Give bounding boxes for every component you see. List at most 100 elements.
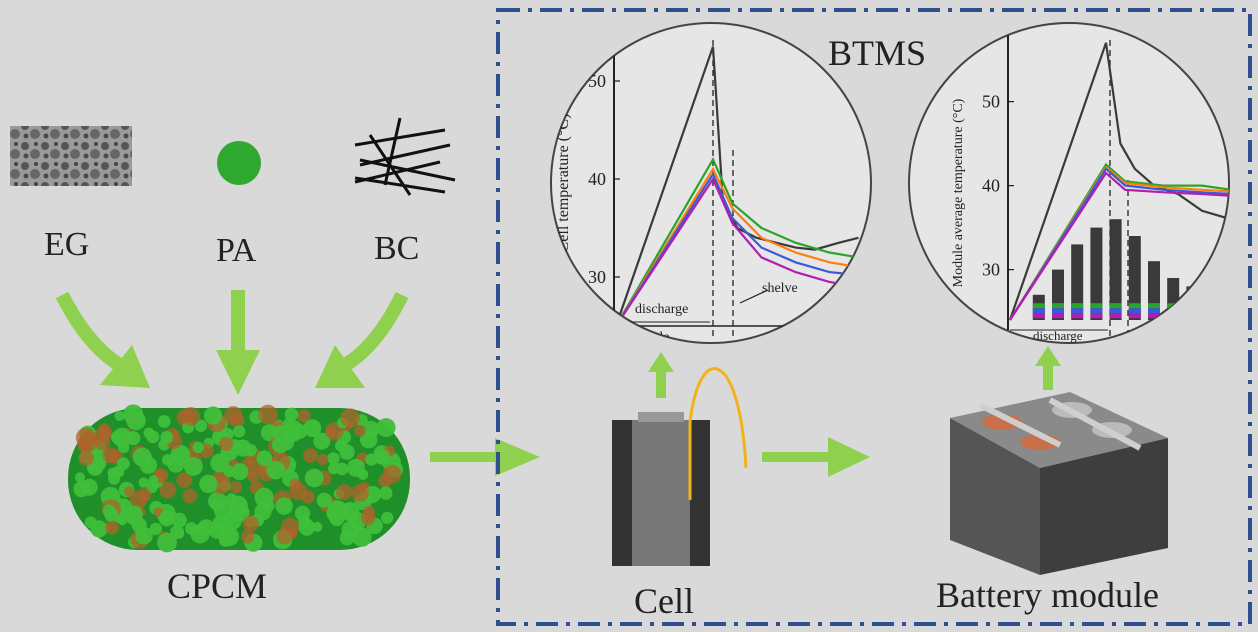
cpcm-particle [90, 520, 108, 538]
cpcm-particle [336, 484, 353, 501]
annotation-cycle: cycle [640, 330, 670, 345]
cpcm-particle [354, 424, 367, 437]
bar-segment [1071, 308, 1084, 314]
cpcm-label: CPCM [167, 566, 268, 606]
cpcm-particle [117, 515, 128, 526]
cpcm-particle [138, 488, 152, 502]
cpcm-particle [381, 511, 394, 524]
cpcm-particle [313, 432, 331, 450]
cpcm-particle [327, 500, 348, 520]
cpcm-particle [294, 505, 311, 521]
cpcm-particle [362, 505, 376, 519]
cpcm-particle [135, 527, 153, 545]
cpcm-particle [312, 521, 323, 532]
cpcm-particle [114, 410, 125, 422]
cpcm-capsule [68, 404, 410, 553]
y-tick-label: 50 [982, 92, 1000, 112]
arrow-cpcm-to-btms [430, 438, 540, 476]
cpcm-particle [204, 406, 223, 425]
annotation-discharge: discharge [635, 302, 688, 317]
cpcm-particle [357, 469, 369, 480]
cpcm-particle [78, 431, 99, 452]
cpcm-particle [264, 500, 275, 512]
bar [1205, 294, 1218, 320]
cpcm-particle [256, 450, 273, 467]
eg-label: EG [44, 226, 90, 263]
bar-segment [1109, 308, 1122, 314]
btms-label: BTMS [828, 33, 927, 73]
bar-segment [1090, 308, 1103, 314]
cpcm-particle [170, 445, 191, 465]
cpcm-particle [222, 510, 242, 531]
cpcm-particle [211, 499, 222, 511]
cpcm-particle [199, 474, 218, 494]
cpcm-particle [171, 512, 187, 528]
bar-segment [1090, 303, 1103, 309]
cpcm-particle [185, 522, 198, 535]
arrow-module-to-chart [1035, 346, 1061, 390]
bar-segment [1052, 308, 1064, 314]
cpcm-particle [233, 425, 246, 438]
cpcm-particle [340, 408, 360, 428]
cpcm-particle [107, 467, 119, 479]
cpcm-particle [182, 488, 197, 504]
cpcm-particle [284, 407, 299, 422]
cpcm-particle [149, 522, 163, 536]
cpcm-particle [157, 532, 177, 553]
cpcm-particle [75, 472, 85, 483]
y-tick-label: 40 [588, 169, 606, 189]
cpcm-particle [373, 449, 390, 465]
bar [1109, 219, 1122, 320]
cpcm-particle [132, 447, 152, 467]
cell-illustration [612, 367, 748, 566]
cpcm-particle [224, 406, 243, 425]
pa-dot [217, 141, 261, 185]
cpcm-particle [176, 472, 193, 489]
bar-segment [1109, 313, 1122, 319]
cpcm-particle [160, 431, 174, 444]
cpcm-particle [258, 404, 278, 425]
series-line [1009, 167, 1229, 321]
series-line [615, 176, 859, 327]
cpcm-particle [112, 427, 132, 448]
cpcm-particle [223, 465, 235, 477]
cpcm-particle [335, 462, 349, 476]
bar-segment [1186, 303, 1199, 309]
series-line [1009, 162, 1229, 321]
cpcm-particle [159, 481, 177, 499]
arrow-cell-to-chart [648, 352, 674, 398]
cpcm-particle [341, 520, 360, 539]
cpcm-particle [297, 409, 311, 423]
cpcm-particle [116, 457, 130, 471]
bar-segment [1128, 308, 1141, 314]
cpcm-particle [288, 478, 302, 491]
y-tick-label: 40 [982, 176, 1000, 196]
bar-segment [1205, 303, 1218, 309]
bar-segment [1052, 313, 1064, 319]
btms-border [496, 8, 1252, 626]
cpcm-particle [260, 424, 278, 442]
cpcm-particle [276, 528, 293, 545]
series-line [615, 166, 859, 327]
pa-label: PA [216, 232, 257, 269]
bar-segment [1205, 313, 1218, 319]
bc-label: BC [374, 230, 420, 267]
cpcm-particle [359, 430, 378, 449]
arrow-cell-to-module [762, 437, 870, 477]
cpcm-particle [105, 520, 119, 535]
cpcm-particle [351, 484, 369, 502]
bar-segment [1109, 303, 1122, 309]
cpcm-particle [247, 472, 259, 483]
cpcm-particle [303, 448, 318, 464]
cpcm-particle [102, 447, 119, 464]
y-tick-label: 50 [588, 71, 606, 91]
y-axis-label: Cell temperature (°C) [555, 114, 572, 253]
bar-segment [1032, 313, 1045, 319]
cpcm-particle [73, 480, 90, 498]
cpcm-particle [123, 404, 144, 425]
bar-segment [1186, 308, 1199, 314]
battery-module-label: Battery module [936, 575, 1159, 615]
